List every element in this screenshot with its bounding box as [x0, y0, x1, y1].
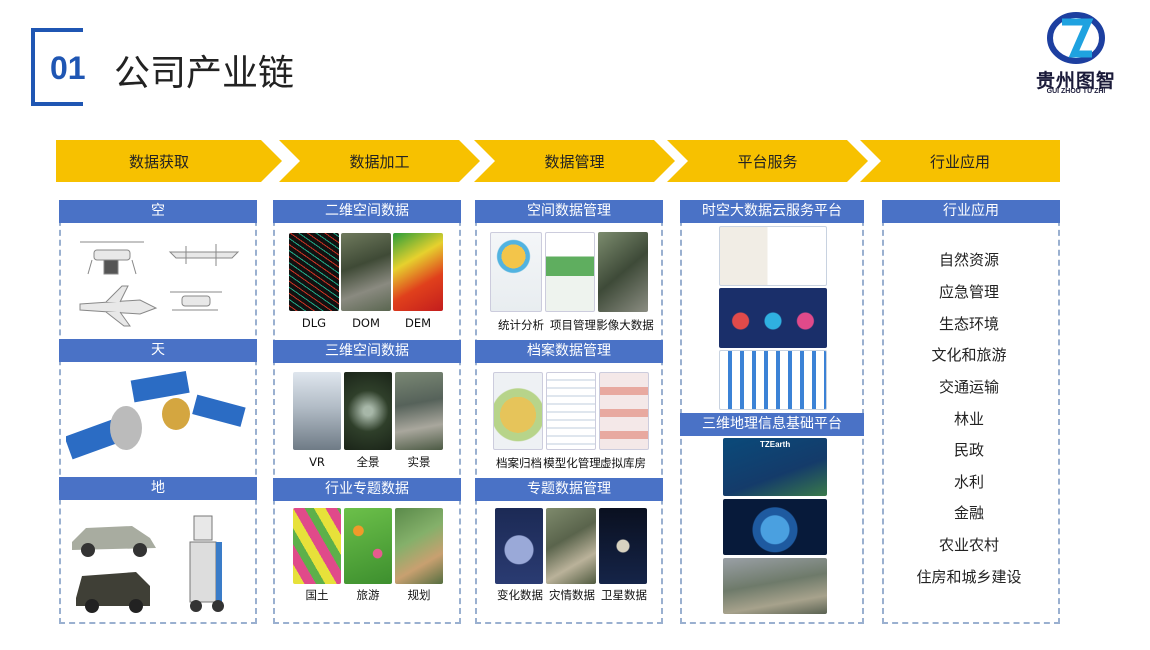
caption-disaster: 灾情数据: [549, 588, 595, 602]
header-cloud-platform: 时空大数据云服务平台: [680, 200, 864, 223]
caption-dem: DEM: [404, 316, 432, 330]
caption-reality: 实景: [407, 455, 431, 469]
3d-platform-screenshot-title: [723, 438, 827, 496]
header-theme-management: 专题数据管理: [475, 478, 663, 501]
caption-vr: VR: [309, 455, 325, 469]
section-number: 01: [50, 50, 86, 86]
caption-dlg: DLG: [301, 316, 327, 330]
chain-step-acquisition: 数据获取: [56, 140, 282, 182]
reality-image: [395, 372, 443, 450]
industry-item: 金融: [953, 504, 984, 522]
chain-step-platform: 平台服务: [667, 140, 868, 182]
earth-label: TZEarth: [760, 440, 791, 449]
archive-screenshot: [493, 372, 543, 450]
header-ground: 地: [59, 477, 257, 500]
header-theme-data: 行业专题数据: [273, 478, 461, 501]
logo-name-en: GUI ZHOU TU ZHI: [1046, 88, 1106, 95]
cloud-screenshot-dashboard: [719, 288, 827, 348]
section-number-frame: [31, 28, 83, 106]
land-image: [293, 508, 341, 584]
caption-model: 模型化管理: [543, 456, 601, 470]
statistics-screenshot: [490, 232, 542, 312]
dlg-image: [289, 233, 339, 311]
caption-tourism: 旅游: [356, 588, 380, 602]
warehouse-screenshot: [599, 372, 649, 450]
dom-image: [341, 233, 391, 311]
industry-column: [882, 200, 1060, 624]
industry-item: 水利: [953, 473, 984, 491]
industry-item: 应急管理: [938, 283, 999, 301]
header-space: 天: [59, 339, 257, 362]
cloud-screenshot-report: [719, 350, 827, 410]
satellite-image: [66, 370, 246, 460]
caption-warehouse: 虚拟库房: [600, 456, 646, 470]
header-industry: 行业应用: [882, 200, 1060, 223]
vehicles-image: [72, 515, 224, 613]
dem-image: [393, 233, 443, 311]
logo-name-cn: 贵州图智: [1035, 70, 1116, 92]
industry-item: 林业: [953, 410, 984, 428]
industry-item: 交通运输: [938, 378, 999, 396]
caption-planning: 规划: [407, 588, 431, 602]
caption-dom: DOM: [352, 316, 380, 330]
industry-item: 民政: [953, 441, 984, 459]
industry-item: 住房和城乡建设: [916, 568, 1022, 586]
project-screenshot: [545, 232, 595, 312]
header-spatial-management: 空间数据管理: [475, 200, 663, 223]
header-3d-data: 三维空间数据: [273, 340, 461, 363]
model-screenshot: [546, 372, 596, 450]
caption-panorama: 全景: [356, 455, 380, 469]
header-archive-management: 档案数据管理: [475, 340, 663, 363]
caption-statistics: 统计分析: [498, 318, 544, 332]
company-logo: [1047, 12, 1105, 64]
header-sky: 空: [59, 200, 257, 223]
industry-item: 自然资源: [938, 251, 999, 269]
3d-platform-screenshot-globe: [723, 499, 827, 555]
tourism-image: [344, 508, 392, 584]
caption-archive: 档案归档: [496, 456, 542, 470]
caption-satellite: 卫星数据: [601, 588, 647, 602]
change-screenshot: [495, 508, 543, 584]
planning-image: [395, 508, 443, 584]
header-2d-data: 二维空间数据: [273, 200, 461, 223]
chain-step-processing: 数据加工: [279, 140, 480, 182]
vr-image: [293, 372, 341, 450]
caption-change: 变化数据: [497, 588, 543, 602]
panorama-image: [344, 372, 392, 450]
imagery-screenshot: [598, 232, 648, 312]
disaster-screenshot: [546, 508, 596, 584]
3d-platform-screenshot-terrain: [723, 558, 827, 614]
header-3d-platform: 三维地理信息基础平台: [680, 413, 864, 436]
caption-project: 项目管理: [550, 318, 596, 332]
caption-land: 国土: [305, 588, 329, 602]
caption-imagery: 影像大数据: [596, 318, 654, 332]
industry-item: 文化和旅游: [931, 346, 1007, 364]
industry-item: 生态环境: [938, 315, 999, 333]
drones-image: [79, 241, 240, 327]
chain-step-industry: 行业应用: [860, 140, 1060, 182]
satellite-screenshot: [599, 508, 647, 584]
cloud-screenshot-map: [719, 226, 827, 286]
industry-item: 农业农村: [938, 536, 999, 554]
chain-step-management: 数据管理: [474, 140, 675, 182]
page-title: 公司产业链: [114, 53, 295, 94]
